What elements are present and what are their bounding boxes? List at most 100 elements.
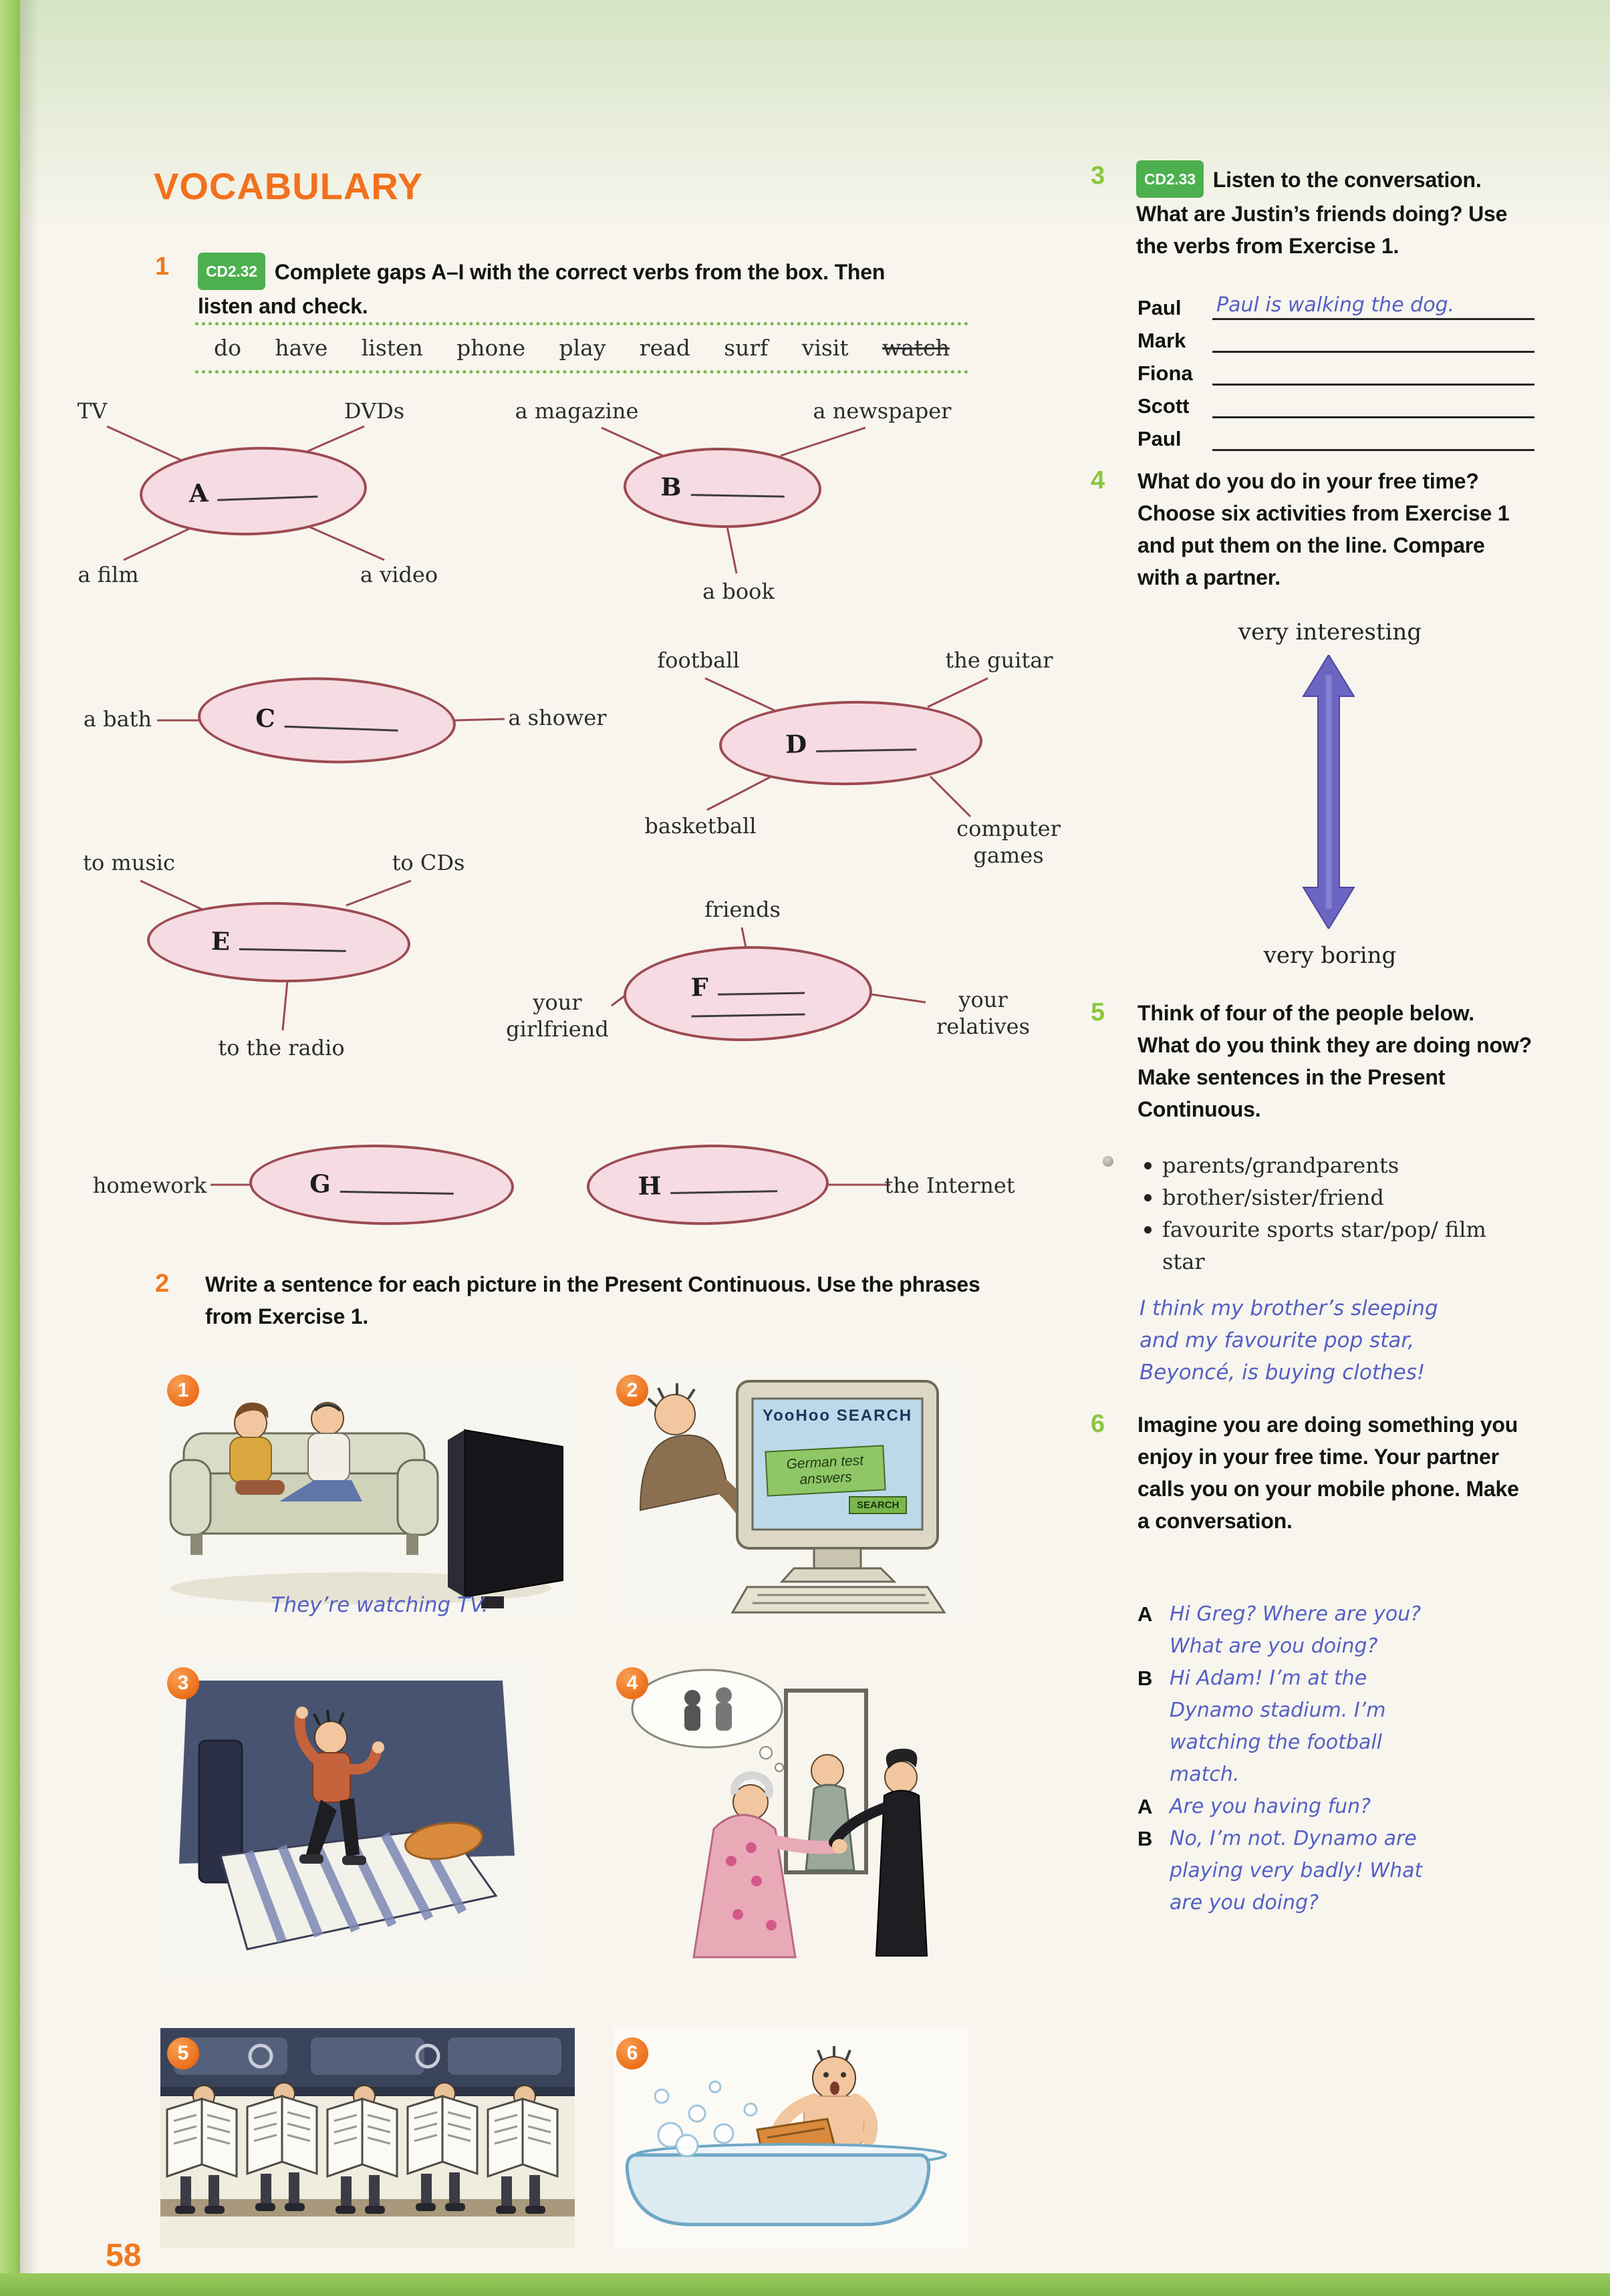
diagram-label-friends: friends [704,897,781,922]
gap-blank-f2[interactable] [691,1002,805,1017]
search-button[interactable]: SEARCH [849,1496,908,1514]
picture-3-dancing-on-bed: 3 [160,1661,535,1978]
gap-blank-c[interactable] [284,714,398,732]
picture-4-visiting-relatives: 4 [614,1661,974,1985]
gap-letter-c: C [255,703,276,734]
cd-badge-233: CD2.33 [1136,160,1204,198]
dialogue-line-1: A Hi Greg? Where are you? What are you d… [1137,1598,1534,1663]
name-paul-2: Paul [1137,427,1182,450]
gap-blank-a[interactable] [217,484,318,501]
diagram-label-a-film: a film [78,562,139,587]
gap-letter-e: E [211,926,231,956]
word-have: have [275,335,328,361]
word-box: do have listen phone play read surf visi… [195,322,968,374]
exercise-6-instruction: Imagine you are doing something you enjo… [1137,1413,1519,1533]
diagram-label-a-shower: a shower [508,705,607,730]
search-engine-title: YooHoo SEARCH [762,1407,913,1425]
page-edge-bottom [0,2273,1610,2296]
word-do: do [214,335,241,361]
gap-letter-d: D [785,729,807,759]
gap-blank-e[interactable] [239,937,347,952]
diagram-label-a-bath: a bath [83,706,152,732]
exercise-3-answer-list: Paul Paul is walking the dog. Mark Fiona… [1137,287,1534,451]
exercise-5-instruction: Think of four of the people below. What … [1137,1001,1532,1121]
watching-tv-illustration [160,1367,575,1614]
gap-letter-f: F [690,972,709,1002]
gap-letter-a: A [188,478,209,509]
word-listen: listen [361,335,423,361]
word-play: play [559,335,606,361]
diagram-label-dvds: DVDs [344,398,405,424]
dialogue-line-4: B No, I’m not. Dynamo are playing very b… [1137,1823,1534,1919]
bed-illustration [160,1661,535,1978]
exercise-1-instruction-text: Complete gaps A–I with the correct verbs… [198,260,886,318]
answer-row-paul-2: Paul [1137,418,1534,451]
picture-1-watching-tv: 1 [160,1367,575,1614]
exercise-4-number: 4 [1091,466,1105,494]
word-read: read [639,335,690,361]
diagram-label-basketball: basketball [644,813,757,839]
diagram-label-your-relatives: your relatives [936,987,1031,1039]
diagram-label-to-the-radio: to the radio [218,1035,345,1060]
bullet-dot [1144,1162,1152,1169]
answer-line-paul-2[interactable] [1212,416,1534,451]
gap-blank-d[interactable] [815,738,917,752]
answer-line-paul-1[interactable]: Paul is walking the dog. [1212,285,1534,320]
answer-line-fiona[interactable] [1212,351,1534,386]
diagram-label-the-internet: the Internet [884,1173,1015,1198]
word-watch-struck: watch [882,335,950,361]
exercise-4-instruction: What do you do in your free time? Choose… [1137,469,1510,589]
dialogue-text-3: Are you having fun? [1170,1795,1371,1818]
page-edge-shadow [20,0,39,2296]
gap-blank-f1[interactable] [717,981,805,996]
exercise-3-number: 3 [1091,162,1105,190]
diagram-label-a-book: a book [702,579,775,604]
diagram-label-tv: TV [77,398,108,424]
search-result-note: German test answers [765,1445,886,1497]
gap-blank-g[interactable] [340,1179,454,1195]
page-edge-left [0,0,20,2296]
exercise-5-example: I think my brother’s sleeping and my fav… [1139,1296,1438,1385]
answer-line-scott[interactable] [1212,384,1534,418]
bath-illustration [614,2028,968,2249]
bullet-dot [1144,1226,1152,1234]
answer-row-paul-1: Paul Paul is walking the dog. [1137,287,1534,320]
picture-1-caption: They’re watching TV. [271,1593,489,1617]
gap-letter-g: G [309,1169,331,1199]
exercise-6-number: 6 [1091,1410,1105,1438]
answer-row-fiona: Fiona [1137,353,1534,386]
exercise-5-number: 5 [1091,998,1105,1026]
dialogue-text-4: No, I’m not. Dynamo are playing very bad… [1170,1827,1423,1914]
diagram-label-the-guitar: the guitar [945,648,1053,673]
gap-blank-b[interactable] [690,483,785,498]
diagram-label-a-newspaper: a newspaper [813,398,952,424]
bullet-dot [1144,1194,1152,1201]
exercise-3-instruction-text: Listen to the conversation. What are Jus… [1136,168,1508,258]
answer-row-mark: Mark [1137,320,1534,353]
diagram-label-a-magazine: a magazine [515,398,639,424]
picture-6-having-a-bath: 6 [614,2028,968,2249]
word-surf: surf [724,335,769,361]
bullet-parents: parents/grandparents [1144,1149,1532,1181]
picture-5-reading-newspapers: 5 [160,2028,575,2249]
picture-2-number-badge: 2 [616,1375,648,1407]
diagram-label-a-video: a video [360,562,438,587]
answer-line-mark[interactable] [1212,318,1534,353]
scale-label-bottom: very boring [1263,942,1397,969]
gap-blank-h[interactable] [670,1179,778,1194]
speaker-b-1: B [1137,1667,1153,1690]
gap-letter-b: B [660,472,682,502]
picture-4-number-badge: 4 [616,1667,648,1699]
diagram-label-computer-games: computer games [956,816,1061,868]
scale-arrow-icon [1302,654,1355,930]
dialogue-text-2: Hi Adam! I’m at the Dynamo stadium. I’m … [1170,1667,1386,1786]
speaker-a-2: A [1137,1795,1153,1818]
vocabulary-diagram: TV DVDs a film a video a magazine a news… [67,374,1061,1270]
answer-paul-2 [1212,448,1220,449]
people-bullet-list: parents/grandparents brother/sister/frie… [1144,1149,1532,1278]
bullet-star-text: favourite sports star/pop/ film star [1162,1217,1486,1274]
bullet-brother-text: brother/sister/friend [1162,1185,1384,1210]
picture-3-number-badge: 3 [167,1667,199,1699]
